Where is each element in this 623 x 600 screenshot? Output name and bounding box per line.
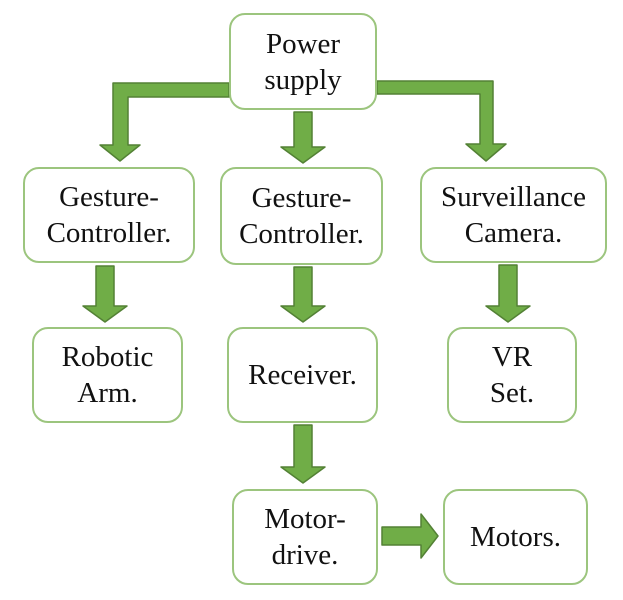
node-label-line: supply <box>264 63 342 96</box>
node-robotic-arm: Robotic Arm. <box>32 327 183 423</box>
node-gesture-controller-left: Gesture- Controller. <box>23 167 195 263</box>
arrow-surveillance-to-vr-set <box>485 264 531 323</box>
node-label-line: Camera. <box>464 217 563 249</box>
node-motors: Motors. <box>443 489 588 585</box>
arrow-receiver-to-motor-drive <box>280 424 326 484</box>
arrow-gesture-center-to-receiver <box>280 266 326 323</box>
node-label-line: Controller. <box>239 218 364 250</box>
arrow-power-to-gesture-center <box>280 111 326 164</box>
node-surveillance-camera: Surveillance Camera. <box>420 167 607 263</box>
node-label-line: Gesture- <box>251 182 352 214</box>
node-label-line: Robotic <box>61 341 154 373</box>
arrow-power-to-surveillance <box>376 80 507 162</box>
arrow-motor-drive-to-motors <box>381 513 439 559</box>
arrow-power-to-gesture-left <box>99 82 230 162</box>
node-label-line: Surveillance <box>441 181 586 213</box>
node-receiver: Receiver. <box>227 327 378 423</box>
node-power-supply: Power supply <box>229 13 377 110</box>
node-label-line: Motors. <box>469 521 562 553</box>
node-label-line: Controller. <box>46 217 172 249</box>
node-label-line: Motor- <box>264 503 346 535</box>
node-label-line: VR <box>491 341 533 373</box>
node-label-line: Gesture- <box>59 181 159 213</box>
node-motor-drive: Motor- drive. <box>232 489 378 585</box>
node-label-line: Arm. <box>77 377 138 409</box>
node-label-line: drive. <box>271 539 339 571</box>
node-gesture-controller-center: Gesture- Controller. <box>220 167 383 265</box>
arrow-gesture-left-to-robotic-arm <box>82 265 128 323</box>
node-label-line: Receiver. <box>248 359 357 391</box>
node-label-line: Power <box>265 27 341 60</box>
node-label-line: Set. <box>489 377 535 409</box>
node-vr-set: VR Set. <box>447 327 577 423</box>
